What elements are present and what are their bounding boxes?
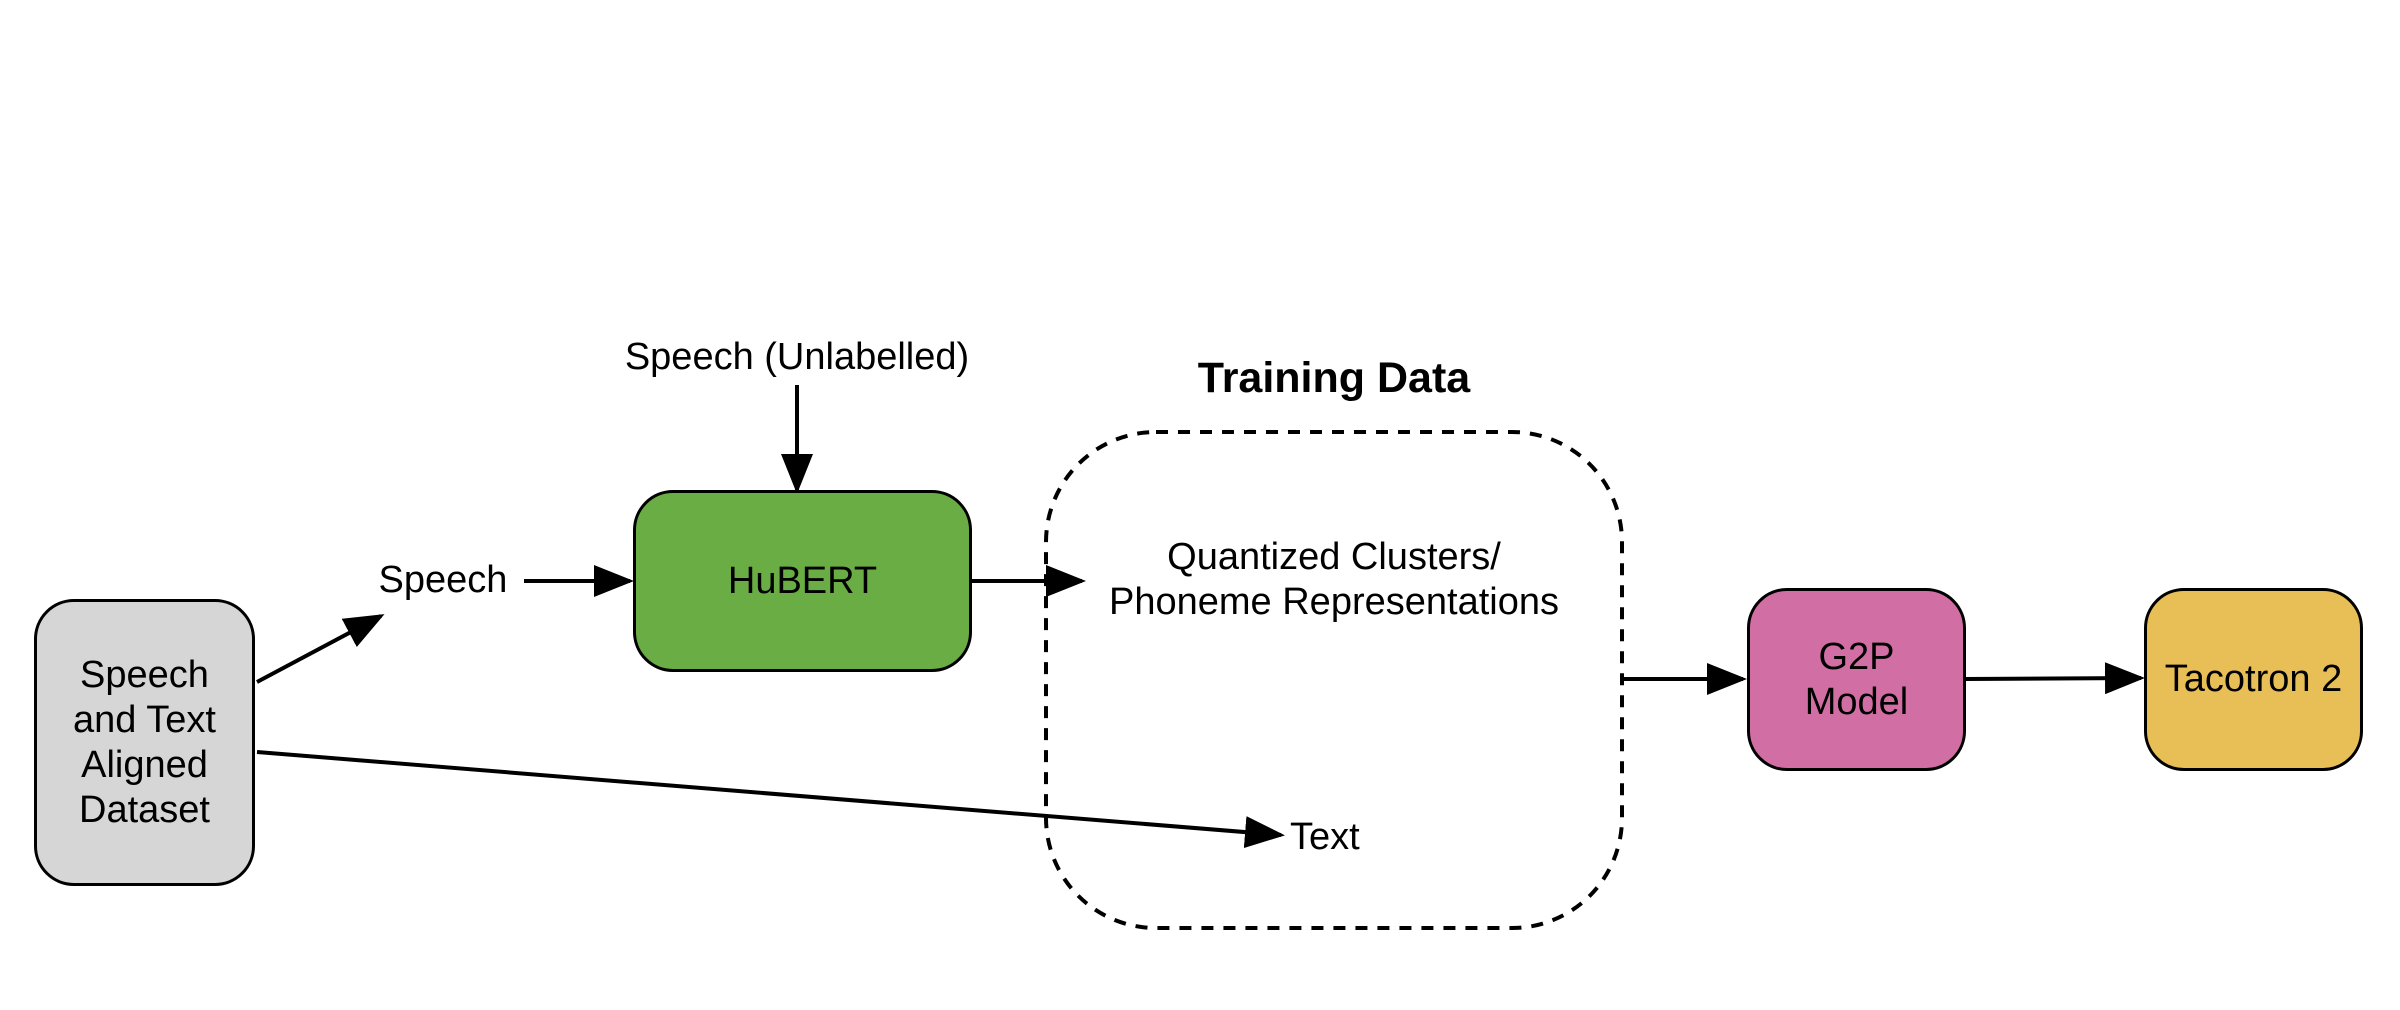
training-data-group xyxy=(1044,430,1624,930)
tacotron-2-label: Tacotron 2 xyxy=(2164,658,2343,700)
g2p-model-node: G2P Model xyxy=(1747,588,1966,771)
tacotron-2-node: Tacotron 2 xyxy=(2144,588,2363,771)
edge-dataset-to-speech xyxy=(256,614,385,684)
speech-label: Speech xyxy=(378,559,508,601)
text-label: Text xyxy=(1290,816,1360,858)
training-data-title: Training Data xyxy=(1197,354,1471,402)
speech-text-dataset-node: Speech and Text Aligned Dataset xyxy=(34,599,255,886)
speech-unlabelled-label: Speech (Unlabelled) xyxy=(624,336,970,378)
edge-g2p-to-tacotron xyxy=(1965,662,2145,695)
edge-dataset-to-text xyxy=(256,750,1285,849)
g2p-model-label: G2P Model xyxy=(1804,635,1909,723)
hubert-label: HuBERT xyxy=(727,559,878,602)
speech-text-dataset-label: Speech and Text Aligned Dataset xyxy=(73,653,216,831)
hubert-node: HuBERT xyxy=(633,490,972,672)
quantized-clusters-label: Quantized Clusters/ Phoneme Representati… xyxy=(1109,536,1559,623)
